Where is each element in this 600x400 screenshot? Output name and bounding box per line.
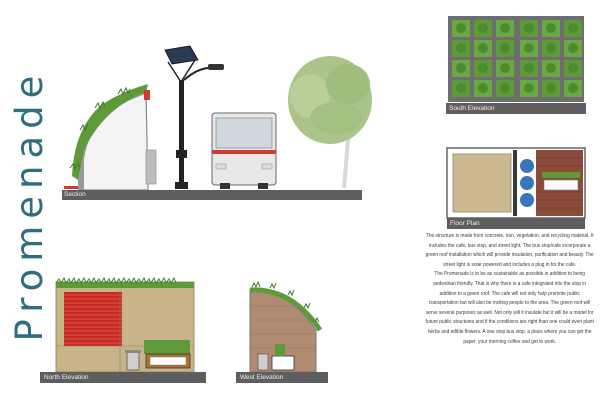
green-wall-plant xyxy=(524,83,534,93)
green-wall-plant xyxy=(546,23,556,33)
green-wall-plant xyxy=(500,43,510,53)
green-wall-plant xyxy=(500,83,510,93)
green-wall-plant xyxy=(456,63,466,73)
west-elevation-bar xyxy=(236,372,328,383)
green-wall-plant xyxy=(524,63,534,73)
description-paragraph-1: The structure is made from concrete, iro… xyxy=(425,233,594,268)
north-elevation-label: North Elevation xyxy=(44,374,89,381)
green-wall-plant xyxy=(500,23,510,33)
north-elevation-bar xyxy=(40,372,206,383)
green-wall-plant xyxy=(478,43,488,53)
south-elevation-label: South Elevation xyxy=(449,105,495,112)
green-wall-plant xyxy=(456,83,466,93)
green-wall-plant xyxy=(546,63,556,73)
west-elevation-label: West Elevation xyxy=(240,374,284,381)
green-wall-plant xyxy=(500,63,510,73)
description-paragraph-2: The Promenade is to be as sustainable as… xyxy=(425,271,594,345)
green-wall-plant xyxy=(568,63,578,73)
green-wall-plant xyxy=(478,23,488,33)
green-wall-plant xyxy=(568,83,578,93)
green-wall-plant xyxy=(546,43,556,53)
project-description: The structure is made from concrete, iro… xyxy=(425,232,594,347)
green-wall-plant xyxy=(456,23,466,33)
green-wall-plant xyxy=(568,43,578,53)
green-wall-plant xyxy=(568,23,578,33)
floor-plan-label: Floor Plan xyxy=(450,220,480,227)
green-wall-plant xyxy=(546,83,556,93)
green-wall-plant xyxy=(456,43,466,53)
green-wall-plant xyxy=(478,83,488,93)
green-wall-plant xyxy=(524,23,534,33)
green-wall-plant xyxy=(478,63,488,73)
section-label: Section xyxy=(64,191,86,198)
green-wall-plant xyxy=(524,43,534,53)
floor-plan-bar xyxy=(447,218,585,229)
south-elevation-bar xyxy=(446,103,586,114)
